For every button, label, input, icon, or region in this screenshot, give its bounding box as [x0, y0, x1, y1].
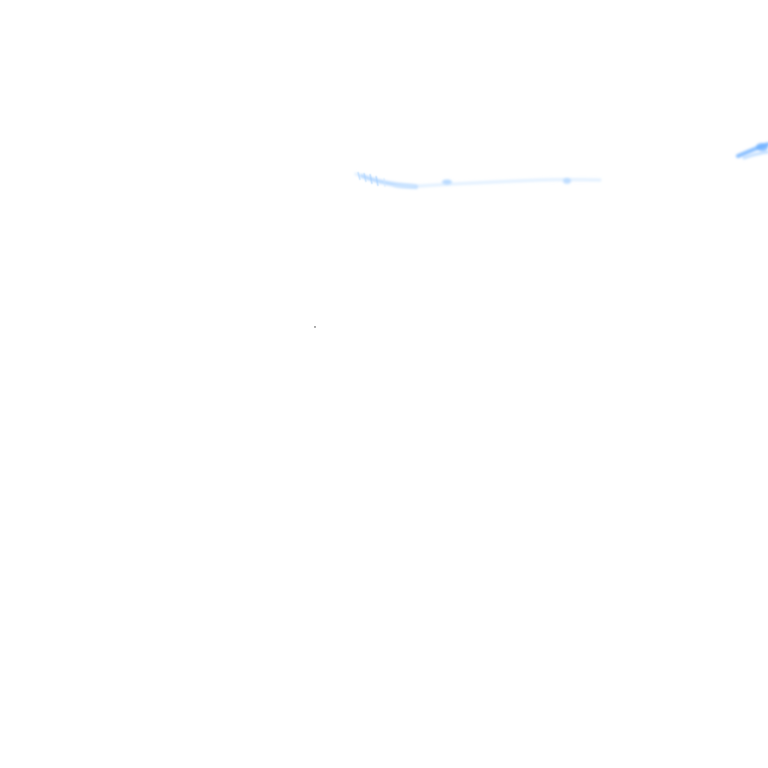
wisp-stroke — [742, 150, 768, 160]
cloud-wisp-right — [736, 142, 768, 160]
wisp-streaks — [357, 171, 386, 188]
blob — [756, 143, 768, 151]
streak — [383, 177, 386, 188]
wisp-blobs — [393, 178, 571, 188]
blob — [393, 184, 417, 188]
blob — [442, 179, 452, 185]
blob — [563, 178, 571, 184]
streak — [363, 172, 367, 183]
streak — [357, 171, 361, 181]
streak — [375, 175, 379, 187]
dust-speck — [314, 326, 316, 328]
streak — [369, 173, 373, 185]
